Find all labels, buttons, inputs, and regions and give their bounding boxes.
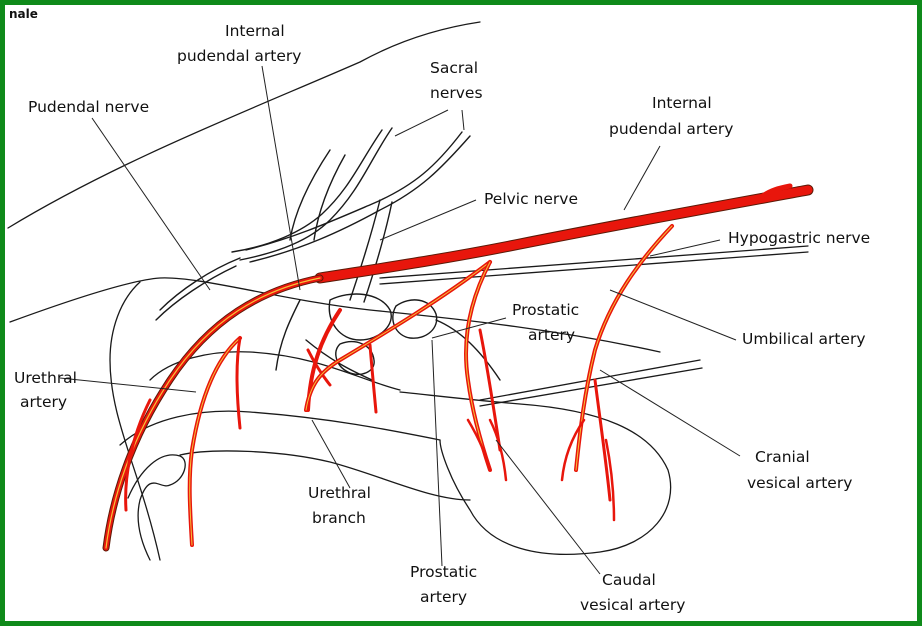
label-internal-pudendal-top-line1: Internal — [225, 22, 285, 40]
pudendal-nerve-trunk-2 — [156, 266, 236, 320]
urethral-artery-branch — [190, 338, 240, 545]
leader-pudendal-nerve — [92, 118, 210, 290]
pelvic-nerve-trunk — [350, 200, 380, 300]
label-internal-pudendal-right: Internal pudendal artery — [609, 94, 733, 138]
leader-internal-pudendal-top — [262, 66, 300, 290]
urethral-artery-sub — [237, 338, 240, 428]
cranial-vesical-sub-1 — [595, 380, 610, 500]
label-cranial-vesical: Cranial vesical artery — [747, 448, 852, 492]
label-pelvic-nerve: Pelvic nerve — [484, 190, 578, 208]
leader-pelvic-nerve — [380, 200, 476, 240]
leader-umbilical — [610, 290, 736, 340]
label-prostatic-lower-line1: Prostatic — [410, 563, 477, 581]
leader-sacral-nerves-1 — [395, 110, 448, 136]
label-sacral-line1: Sacral — [430, 59, 478, 77]
label-internal-pudendal-right-line1: Internal — [652, 94, 712, 112]
label-prostatic-upper-line1: Prostatic — [512, 301, 579, 319]
arteries — [106, 186, 808, 548]
pudendal-nerve-trunk — [160, 258, 240, 310]
leader-prostatic-lower — [432, 340, 442, 566]
label-hypogastric-nerve: Hypogastric nerve — [728, 229, 870, 247]
leader-cranial-vesical — [600, 370, 740, 456]
sacral-nerve-1 — [250, 136, 470, 262]
label-urethral-artery-line2: artery — [20, 393, 67, 411]
caudal-vesical-sub-1 — [480, 330, 500, 450]
label-internal-pudendal-right-line2: pudendal artery — [609, 120, 733, 138]
label-caudal-vesical-line2: vesical artery — [580, 596, 685, 614]
label-caudal-vesical: Caudal vesical artery — [580, 571, 685, 614]
label-pudendal-nerve: Pudendal nerve — [28, 98, 149, 116]
leader-internal-pudendal-right — [624, 146, 660, 210]
leader-lines — [60, 66, 740, 574]
label-caudal-vesical-line1: Caudal — [602, 571, 656, 589]
label-sacral-nerves: Sacral nerves — [430, 59, 483, 102]
label-urethral-artery: Urethral artery — [14, 369, 82, 411]
label-umbilical-artery: Umbilical artery — [742, 330, 866, 348]
label-urethral-artery-line1: Urethral — [14, 369, 77, 387]
label-urethral-branch: Urethral branch — [308, 484, 376, 527]
label-urethral-branch-line2: branch — [312, 509, 366, 527]
pelvic-floor-outline-lower — [110, 282, 160, 560]
label-prostatic-upper-line2: artery — [528, 326, 575, 344]
label-prostatic-upper: Prostatic artery — [512, 301, 584, 344]
corner-label: nale — [9, 7, 38, 21]
label-sacral-line2: nerves — [430, 84, 483, 102]
label-urethral-branch-line1: Urethral — [308, 484, 371, 502]
label-internal-pudendal-top: Internal pudendal artery — [177, 22, 301, 65]
label-cranial-vesical-line1: Cranial — [755, 448, 810, 466]
label-internal-pudendal-top-line2: pudendal artery — [177, 47, 301, 65]
leader-urethral-branch — [312, 420, 350, 488]
urethra-wall-outline-2 — [120, 411, 440, 445]
leader-sacral-nerves-2 — [462, 110, 464, 130]
plexus-branch-d — [276, 300, 300, 370]
label-prostatic-lower-line2: artery — [420, 588, 467, 606]
nerve-branch-a — [290, 150, 330, 240]
label-prostatic-lower: Prostatic artery — [410, 563, 482, 606]
label-cranial-vesical-line2: vesical artery — [747, 474, 852, 492]
